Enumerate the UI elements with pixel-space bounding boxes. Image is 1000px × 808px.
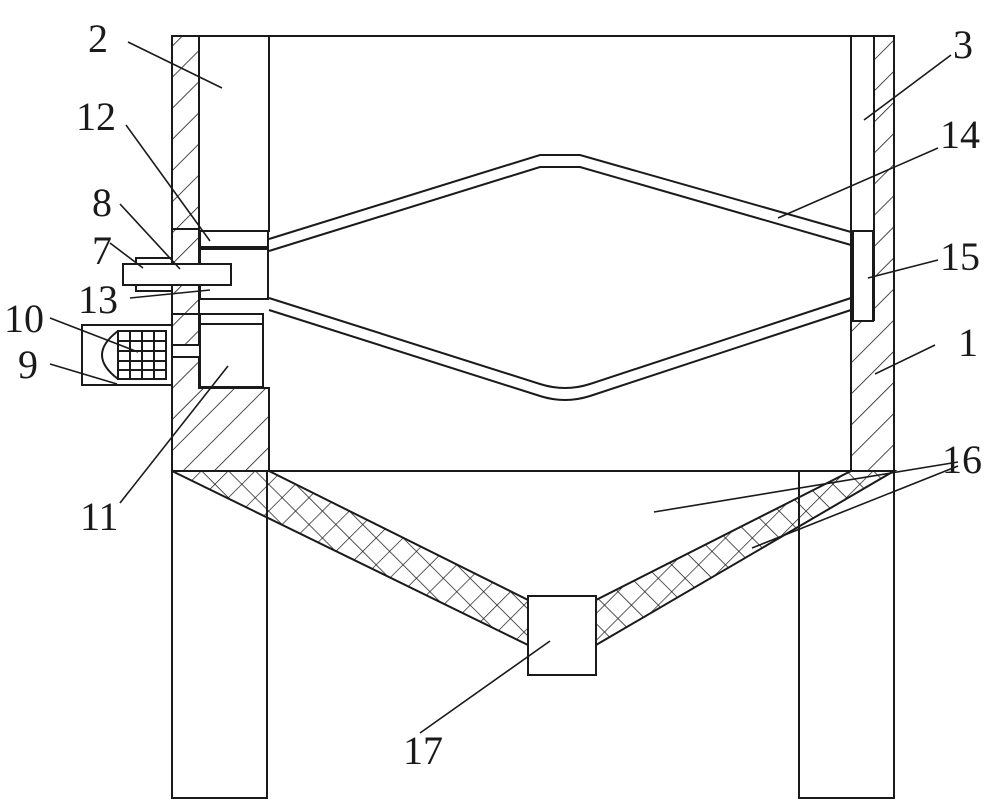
stirring-frame: [268, 154, 852, 401]
label-14: 14: [940, 112, 980, 157]
motor-fins: [118, 331, 166, 379]
drive-rod: [122, 263, 232, 286]
gearbox-cap: [199, 313, 264, 325]
reference-numerals: 2 3 12 14 8 7 15 13 10 1 9 16 11 17: [4, 16, 982, 773]
bearing-lower: [135, 284, 173, 292]
guide-slider: [852, 230, 874, 322]
label-1: 1: [958, 320, 978, 365]
motor-shaft: [171, 344, 201, 358]
leader-lines: [49, 41, 959, 734]
label-3: 3: [953, 22, 973, 67]
label-17: 17: [403, 728, 443, 773]
label-15: 15: [940, 234, 980, 279]
left-leg: [171, 470, 268, 799]
left-inner-slot: [198, 35, 270, 232]
motor-end-cap: [101, 330, 119, 380]
label-12: 12: [76, 94, 116, 139]
label-13: 13: [78, 277, 118, 322]
hopper: [171, 470, 898, 647]
label-16: 16: [942, 437, 982, 482]
tank-body: [171, 35, 895, 472]
label-7: 7: [92, 228, 112, 273]
label-11: 11: [80, 494, 119, 539]
right-leg: [798, 470, 895, 799]
sliding-block: [199, 230, 269, 248]
label-10: 10: [4, 296, 44, 341]
label-9: 9: [18, 342, 38, 387]
label-8: 8: [92, 180, 112, 225]
bearing-upper: [135, 257, 173, 265]
hopper-left-lining: [171, 470, 529, 647]
outlet-valve: [527, 595, 597, 676]
label-2: 2: [88, 16, 108, 61]
gearbox: [199, 323, 264, 388]
